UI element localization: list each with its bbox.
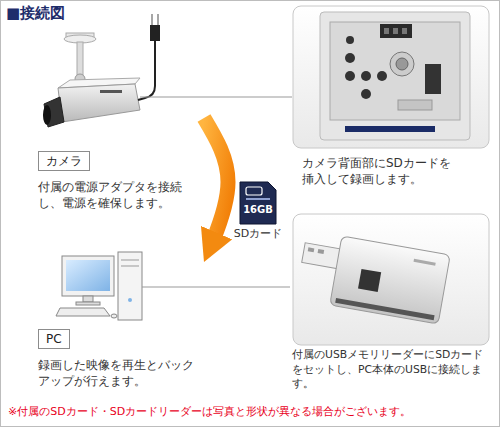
camera-back-photo bbox=[393, 28, 398, 34]
card-reader-photo bbox=[335, 298, 434, 320]
card-reader-photo bbox=[293, 214, 489, 345]
diagram-title: ■接続図 bbox=[6, 4, 65, 23]
pc-illustration bbox=[121, 266, 139, 267]
pc-illustration bbox=[83, 296, 93, 302]
pc-illustration bbox=[56, 308, 110, 316]
camera-back-photo bbox=[345, 126, 435, 132]
camera-illustration bbox=[100, 90, 122, 93]
card-reader-photo bbox=[308, 247, 315, 252]
pc-illustration bbox=[111, 314, 117, 318]
card-reader-photo bbox=[293, 214, 489, 345]
camera-back-photo bbox=[398, 100, 432, 110]
camera-back-photo bbox=[345, 71, 355, 81]
camera-illustration bbox=[44, 97, 64, 127]
power-adapter bbox=[138, 41, 155, 100]
description-text: 付属のUSBメモリリーダーにSDカードをセットし、PC本体のUSBに接続します。 bbox=[292, 348, 494, 392]
camera-back-photo bbox=[390, 52, 414, 76]
pc-illustration bbox=[66, 260, 110, 291]
camera-back-photo bbox=[320, 12, 470, 140]
sd-card-icon bbox=[246, 198, 270, 200]
card-reader-photo bbox=[414, 259, 436, 266]
description-text: カメラ背面部にSDカードを挿入して録画します。 bbox=[302, 155, 458, 187]
leader-line bbox=[142, 287, 204, 288]
pc-illustration bbox=[56, 252, 142, 320]
power-adapter bbox=[151, 14, 153, 26]
pc-illustration bbox=[121, 260, 139, 261]
camera-node: カメラ付属の電源アダプタを接続し、電源を確保します。 bbox=[36, 26, 204, 212]
pc-illustration bbox=[76, 302, 100, 305]
leader-line bbox=[140, 97, 204, 98]
description-text: 録画した映像を再生とバックアップが行えます。 bbox=[38, 357, 204, 389]
pc-illustration bbox=[62, 256, 114, 296]
camera-illustration bbox=[43, 105, 51, 125]
camera-back-photo bbox=[293, 6, 489, 148]
camera-back-photo bbox=[377, 71, 387, 81]
photo-node: カメラ背面部にSDカードを挿入して録画します。 bbox=[292, 4, 458, 187]
camera-illustration bbox=[43, 33, 140, 127]
camera-back-photo bbox=[402, 28, 407, 34]
description-text: 付属の電源アダプタを接続し、電源を確保します。 bbox=[38, 179, 204, 211]
camera-back-photo bbox=[425, 64, 441, 94]
card-reader-photo bbox=[295, 230, 450, 324]
camera-back-photo bbox=[361, 89, 371, 99]
part-name: SDカード bbox=[234, 227, 282, 240]
pc-illustration bbox=[118, 252, 142, 320]
card-reader-photo bbox=[358, 269, 381, 292]
footnote: ※付属のSDカード・SDカードリーダーは写真と形状が異なる場合がございます。 bbox=[8, 405, 411, 418]
camera-back-photo bbox=[293, 6, 489, 148]
camera-back-photo bbox=[396, 58, 408, 70]
pc-illustration bbox=[128, 298, 132, 302]
device-label: PC bbox=[38, 329, 70, 349]
camera-back-photo bbox=[330, 22, 460, 120]
photo-node: 付属のUSBメモリリーダーにSDカードをセットし、PC本体のUSBに接続します。 bbox=[290, 212, 494, 392]
sd-card-icon bbox=[240, 182, 276, 224]
camera-back-photo bbox=[384, 28, 389, 34]
camera-illustration bbox=[77, 42, 83, 76]
camera-back-photo bbox=[380, 24, 412, 38]
camera-illustration bbox=[58, 84, 140, 122]
capacity-label: 16GB bbox=[243, 204, 273, 216]
pc-node: PC 録画した映像を再生とバックアップが行えます。 bbox=[36, 250, 204, 390]
power-adapter bbox=[150, 25, 160, 41]
camera-back-photo bbox=[345, 53, 355, 63]
connector-line bbox=[204, 97, 292, 98]
connector-line bbox=[204, 287, 290, 288]
card-reader-photo bbox=[318, 249, 325, 254]
power-adapter bbox=[138, 14, 160, 100]
sd-card-icon bbox=[246, 187, 262, 195]
flow-arrow bbox=[204, 118, 228, 262]
card-reader-photo bbox=[330, 236, 450, 324]
power-adapter bbox=[157, 14, 159, 26]
camera-back-photo bbox=[361, 71, 371, 81]
device-label: カメラ bbox=[38, 151, 90, 171]
sd-card-icon bbox=[240, 182, 276, 224]
camera-back-photo bbox=[346, 36, 354, 44]
